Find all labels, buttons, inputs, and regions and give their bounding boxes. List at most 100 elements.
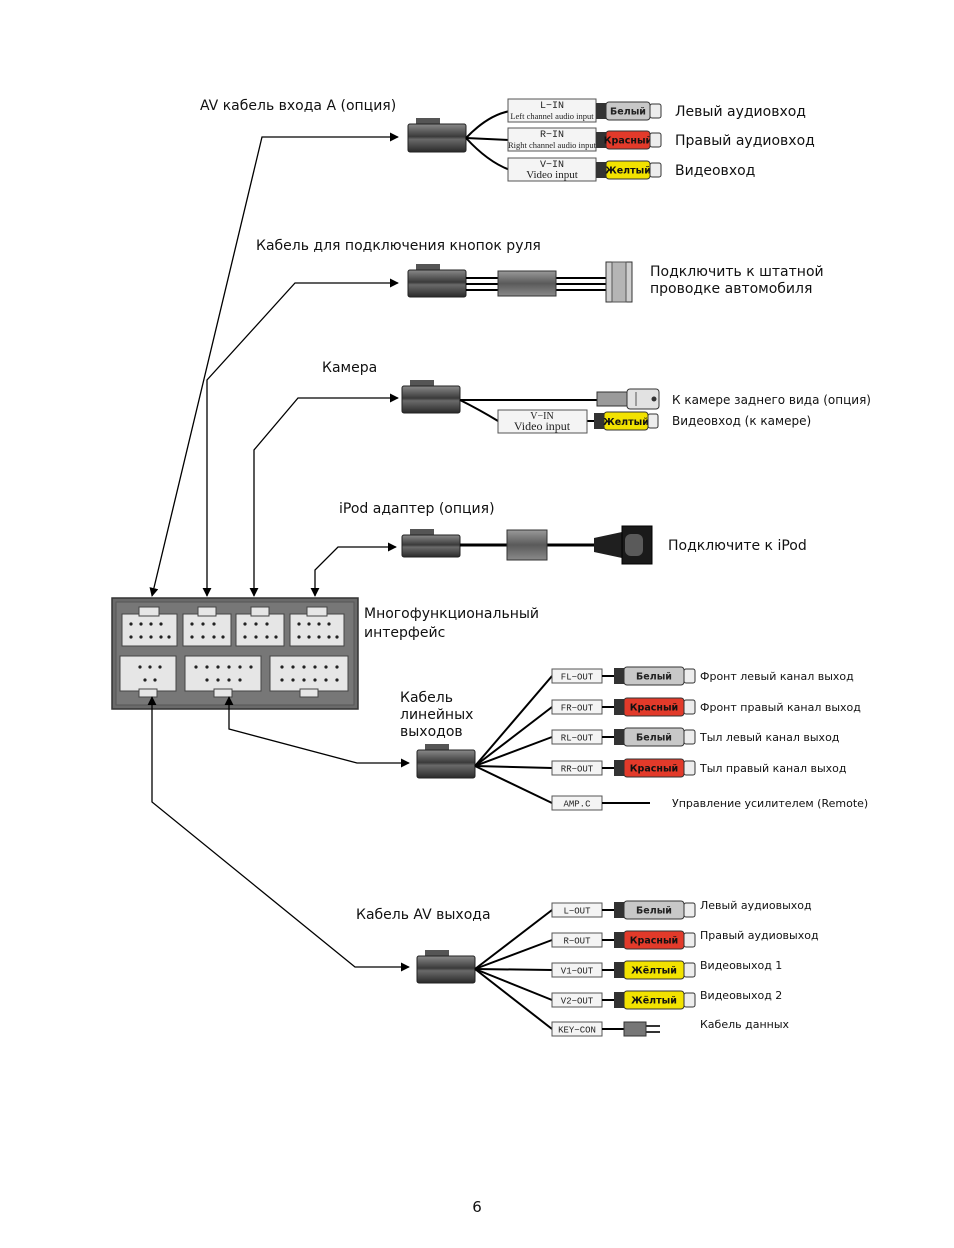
av-out-desc: Правый аудиовыход: [700, 929, 819, 942]
line-out-rca-label: Белый: [636, 672, 672, 683]
av-out-tag: V1−OUT: [561, 967, 594, 977]
av-in-a-rca-label: Желтый: [605, 166, 651, 177]
av-out-channel: V1−OUT Жёлтый Видеовыход 1: [474, 959, 782, 980]
interface-label-1: Многофункциональный: [364, 606, 539, 622]
key-tag: KEY−CON: [558, 1026, 596, 1036]
steering-plug: [407, 264, 467, 298]
av-in-a-sub: Video input: [526, 169, 578, 181]
line-out-desc: Тыл правый канал выход: [699, 762, 847, 775]
av-out-rca-label: Жёлтый: [631, 996, 677, 1007]
av-out-title: Кабель AV выхода: [356, 907, 491, 923]
line-out-rca: Белый: [614, 727, 696, 747]
av-in-a-desc: Левый аудиовход: [675, 104, 806, 120]
line-out-desc: Фронт правый канал выход: [700, 701, 861, 714]
av-in-a-desc: Видеовход: [675, 163, 755, 179]
line-out-desc: Тыл левый канал выход: [699, 731, 840, 744]
steering-desc-2: проводке автомобиля: [650, 281, 812, 297]
av-out-desc: Видеовыход 2: [700, 989, 782, 1002]
steering-module: [497, 270, 557, 297]
line-out-desc: Фронт левый канал выход: [700, 670, 854, 683]
line-out-title-3: выходов: [400, 724, 463, 740]
av-in-a-title: AV кабель входа А (опция): [200, 98, 396, 114]
av-in-a-rca: Желтый: [596, 160, 662, 180]
av-in-a-sub: Left channel audio input: [510, 111, 594, 121]
av-out-rca-label: Белый: [636, 906, 672, 917]
line-out-title-1: Кабель: [400, 690, 453, 706]
av-out-tag: V2−OUT: [561, 997, 594, 1007]
av-in-a-tag: R−IN: [540, 130, 564, 141]
steering-title: Кабель для подключения кнопок руля: [256, 238, 541, 254]
av-in-a-rca: Белый: [596, 101, 662, 121]
line-out-channel: FR−OUT Красный Фронт правый канал выход: [474, 697, 861, 767]
ipod-module: [506, 529, 548, 561]
socket-5: [119, 655, 177, 698]
av-out-channel: V2−OUT Жёлтый Видеовыход 2: [474, 968, 782, 1010]
av-out-desc: Видеовыход 1: [700, 959, 782, 972]
av-out-channel: R−OUT Красный Правый аудиовыход: [474, 929, 819, 970]
av-out-tag: R−OUT: [563, 937, 591, 947]
line-out-title-2: линейных: [400, 707, 473, 723]
av-out-rca-label: Красный: [630, 936, 678, 947]
ipod-title: iPod адаптер (опция): [339, 501, 495, 517]
amp-tag: AMP.C: [563, 800, 591, 810]
av-in-a-plug: [407, 118, 467, 153]
ipod-desc: Подключите к iPod: [668, 538, 807, 554]
page-number: 6: [472, 1198, 482, 1216]
steering-desc-1: Подключить к штатной: [650, 264, 824, 280]
av-in-a-tag: V−IN: [540, 160, 564, 171]
camera-yellow-plug: Желтый: [594, 411, 659, 431]
line-out-rca-label: Красный: [630, 703, 678, 714]
av-out-rca: Белый: [614, 900, 696, 920]
camera-video-tag: V−IN: [530, 411, 553, 422]
socket-7: [269, 655, 349, 698]
av-in-a-rca-label: Красный: [604, 136, 652, 147]
av-out-tag: L−OUT: [563, 907, 591, 917]
socket-1: [121, 606, 178, 647]
line-out-amp: AMP.C Управление усилителем (Remote): [474, 765, 868, 811]
av-in-a-tag: L−IN: [540, 101, 564, 112]
line-out-channel: RL−OUT Белый Тыл левый канал выход: [474, 727, 840, 767]
ipod-plug: [401, 529, 461, 558]
socket-3: [235, 606, 285, 647]
line-out-rca: Красный: [614, 758, 696, 778]
connector-arrows: [147, 132, 410, 972]
line-out-rca-label: Белый: [636, 733, 672, 744]
av-in-a-desc: Правый аудиовход: [675, 133, 815, 149]
av-in-a-sub: Right channel audio input: [508, 140, 597, 150]
steering-end-connector: [605, 261, 633, 303]
camera-video-input-label: V−IN Video input: [497, 409, 588, 434]
av-in-a-rca: Красный: [596, 130, 662, 150]
key-desc: Кабель данных: [700, 1018, 790, 1031]
camera-video-sub: Video input: [514, 419, 571, 433]
line-out-plug: [416, 744, 476, 779]
interface-box: [111, 597, 359, 710]
av-out-channel: L−OUT Белый Левый аудиовыход: [474, 899, 812, 970]
av-out-rca: Красный: [614, 930, 696, 950]
line-out-tag: RL−OUT: [561, 734, 594, 744]
ipod-connector: [594, 525, 653, 565]
camera-plug-label: Желтый: [603, 417, 649, 428]
av-out-key: KEY−CON Кабель данных: [474, 968, 790, 1037]
line-out-tag: RR−OUT: [561, 765, 594, 775]
interface-label-2: интерфейс: [364, 625, 445, 641]
av-out-rca: Жёлтый: [614, 960, 696, 980]
line-out-rca: Красный: [614, 697, 696, 717]
socket-2: [182, 606, 232, 647]
camera-rear-connector: [596, 388, 660, 410]
av-out-desc: Левый аудиовыход: [700, 899, 812, 912]
amp-desc: Управление усилителем (Remote): [672, 797, 868, 810]
av-in-a-rca-label: Белый: [610, 107, 646, 118]
line-out-tag: FR−OUT: [561, 704, 594, 714]
camera-rear-desc: К камере заднего вида (опция): [672, 393, 871, 407]
socket-4: [289, 606, 345, 647]
camera-plug: [401, 380, 461, 414]
av-out-plug: [416, 950, 476, 984]
